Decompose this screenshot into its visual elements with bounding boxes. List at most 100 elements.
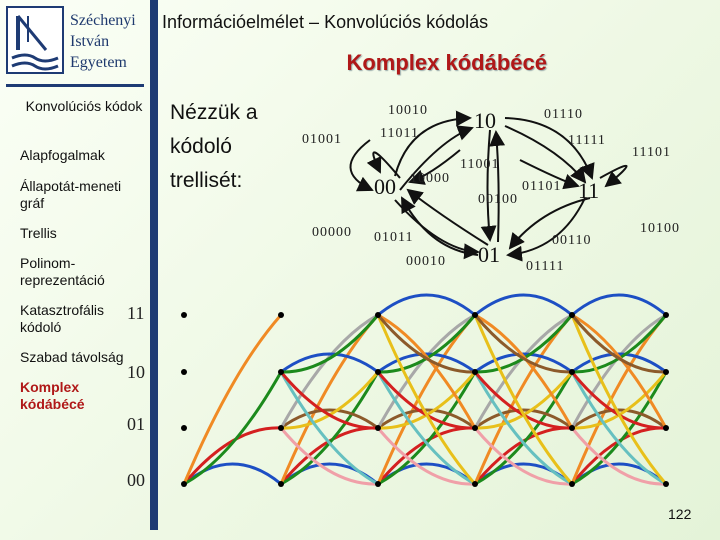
horizontal-divider bbox=[6, 84, 144, 87]
trellis-branch bbox=[279, 371, 379, 430]
graph-edge bbox=[504, 117, 595, 180]
sidebar-item-polinom-reprezentacio[interactable]: Polinom-reprezentáció bbox=[20, 255, 105, 288]
edge-label: 00010 bbox=[406, 254, 446, 269]
sidebar-item-konvolucios-kodok[interactable]: Konvolúciós kódok bbox=[25, 98, 143, 114]
graph-edge bbox=[519, 159, 580, 190]
trellis-branch bbox=[376, 427, 476, 486]
trellis-branch bbox=[377, 313, 477, 429]
university-name-line2: István bbox=[70, 33, 110, 50]
edge-label: 00000 bbox=[312, 225, 352, 240]
trellis-branch bbox=[280, 352, 379, 374]
trellis-node bbox=[569, 369, 575, 375]
trellis-node bbox=[472, 481, 478, 487]
trellis-node bbox=[472, 369, 478, 375]
sidebar-item-szabad-tavolsag[interactable]: Szabad távolság bbox=[20, 349, 124, 365]
trellis-node bbox=[663, 425, 669, 431]
graph-edge bbox=[599, 164, 628, 188]
trellis-node bbox=[181, 369, 187, 375]
trellis-node bbox=[278, 369, 284, 375]
edge-label: 10100 bbox=[640, 221, 680, 236]
trellis-node bbox=[375, 369, 381, 375]
graph-edge bbox=[394, 110, 472, 177]
state-01: 01 bbox=[478, 242, 500, 267]
state-10: 10 bbox=[474, 108, 496, 133]
university-name-line3: Egyetem bbox=[70, 54, 127, 71]
trellis-node bbox=[375, 425, 381, 431]
graph-edge bbox=[489, 130, 506, 243]
graph-edge bbox=[480, 129, 497, 242]
sidebar-item-katasztrofalis-kodolo[interactable]: Katasztrofális kódoló bbox=[20, 302, 105, 335]
sidebar-item-trellis[interactable]: Trellis bbox=[20, 225, 57, 241]
trellis-branch bbox=[474, 352, 573, 374]
edge-label: 00100 bbox=[478, 192, 518, 207]
trellis-branch bbox=[376, 314, 476, 374]
trellis-branch bbox=[571, 293, 667, 317]
trellis-branch bbox=[570, 371, 667, 486]
trellis-node bbox=[278, 312, 284, 318]
trellis-branch bbox=[279, 313, 379, 429]
trellis-branch bbox=[376, 314, 477, 485]
graph-edge bbox=[508, 197, 591, 250]
main-text-line1: Nézzük a bbox=[170, 101, 258, 124]
trellis-branch bbox=[473, 427, 573, 486]
trellis-node bbox=[375, 481, 381, 487]
trellis-node bbox=[181, 481, 187, 487]
trellis-node bbox=[663, 481, 669, 487]
university-logo bbox=[6, 6, 64, 74]
sidebar-item-alapfogalmak[interactable]: Alapfogalmak bbox=[20, 147, 105, 163]
trellis-branch bbox=[377, 293, 476, 317]
trellis-branch bbox=[571, 313, 668, 429]
graph-edge bbox=[366, 151, 401, 179]
trellis-row-label-10: 10 bbox=[127, 362, 145, 382]
trellis-node bbox=[181, 312, 187, 318]
trellis-node bbox=[663, 312, 669, 318]
trellis-branch bbox=[474, 408, 573, 430]
edge-label: 10000 bbox=[410, 171, 450, 186]
edge-label: 01011 bbox=[374, 230, 413, 245]
graph-edge bbox=[506, 197, 586, 262]
graph-edge bbox=[406, 188, 489, 246]
edge-label: 01110 bbox=[544, 107, 583, 122]
graph-edge bbox=[399, 125, 474, 191]
university-name: Széchenyi István Egyetem bbox=[70, 10, 136, 73]
trellis-branch bbox=[474, 313, 574, 429]
trellis-branch bbox=[376, 371, 476, 486]
trellis-node bbox=[569, 425, 575, 431]
trellis-row-label-11: 11 bbox=[127, 303, 145, 323]
trellis-branch bbox=[473, 371, 573, 486]
trellis-branch bbox=[570, 314, 668, 485]
sidebar-item-allapotatmeneti-graf[interactable]: Állapotát-meneti gráf bbox=[20, 178, 122, 211]
main-text-line3: trellisét: bbox=[170, 169, 243, 192]
trellis-branch bbox=[473, 314, 574, 485]
state-00: 00 bbox=[374, 174, 396, 199]
trellis-branch bbox=[279, 371, 379, 486]
trellis-branch bbox=[473, 314, 573, 374]
sidebar-item-komplex-kodabece[interactable]: Komplex kódábécé bbox=[20, 379, 85, 412]
main-text-line2: kódoló bbox=[170, 135, 232, 158]
graph-edge bbox=[408, 149, 461, 185]
main-text: Nézzük a kódoló trellisét: bbox=[170, 96, 258, 198]
state-11: 11 bbox=[578, 178, 599, 203]
graph-edge bbox=[401, 196, 479, 256]
edge-label: 01101 bbox=[522, 179, 561, 194]
vertical-divider bbox=[150, 0, 158, 530]
trellis-branch bbox=[570, 314, 668, 485]
trellis-branch bbox=[279, 427, 379, 486]
trellis-node bbox=[375, 312, 381, 318]
trellis-branch bbox=[473, 314, 574, 485]
trellis-branch bbox=[183, 371, 283, 486]
page-number: 122 bbox=[668, 506, 692, 522]
trellis-node bbox=[278, 481, 284, 487]
trellis-branch bbox=[377, 352, 476, 374]
trellis-node bbox=[278, 425, 284, 431]
trellis-branch bbox=[570, 314, 667, 374]
slide-subtitle: Komplex kódábécé bbox=[346, 50, 547, 75]
header-title: Információelmélet – Konvolúciós kódolás bbox=[162, 12, 489, 32]
trellis-row-label-00: 00 bbox=[127, 470, 145, 490]
edge-label: 01001 bbox=[302, 132, 342, 147]
trellis-branch bbox=[376, 314, 477, 485]
edge-label: 00110 bbox=[552, 233, 591, 248]
trellis-branch bbox=[280, 314, 380, 374]
